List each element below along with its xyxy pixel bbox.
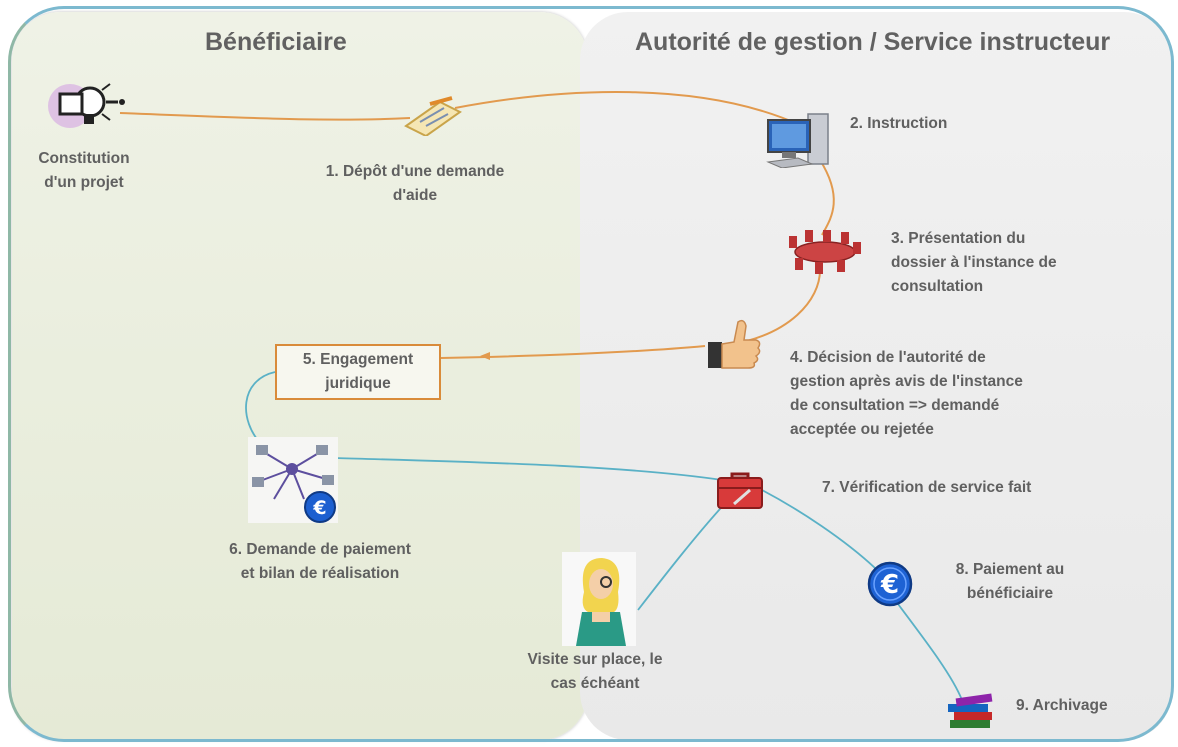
computer-icon xyxy=(764,112,832,173)
flow-decision-to-engagement xyxy=(440,345,706,359)
label-step-9: 9. Archivage xyxy=(1016,697,1108,714)
beneficiaire-title: Bénéficiaire xyxy=(205,28,347,56)
engagement-arrow-head xyxy=(480,352,490,360)
svg-text:€: € xyxy=(880,570,899,600)
toolbox-icon xyxy=(716,470,764,515)
autorite-title: Autorité de gestion / Service instructeu… xyxy=(635,28,1111,56)
lightbulb-idea-icon xyxy=(46,80,128,137)
clipboard-pencil-icon xyxy=(400,96,462,141)
label-step-2: 2. Instruction xyxy=(850,115,948,132)
flow-verification-to-paiement xyxy=(761,489,876,569)
books-stack-icon xyxy=(946,692,1000,735)
svg-text:€: € xyxy=(312,497,326,519)
autorite-lane xyxy=(580,12,1172,740)
flow-demande-to-verification xyxy=(334,457,723,481)
meeting-table-icon xyxy=(785,230,865,279)
inspector-woman-icon xyxy=(562,552,638,653)
thumbs-up-icon xyxy=(706,316,762,377)
flow-paiement-to-archivage xyxy=(894,599,963,701)
diagram-frame xyxy=(8,6,1174,742)
network-euro-icon: € xyxy=(248,437,340,530)
flow-constitution-to-depot xyxy=(119,112,411,121)
flow-depot-to-instruction xyxy=(454,91,801,126)
flow-visite-to-verification xyxy=(637,497,731,611)
label-step-7: 7. Vérification de service fait xyxy=(822,479,1032,496)
euro-coin-icon: € xyxy=(866,560,914,613)
flow-engagement-to-paiement xyxy=(245,371,276,446)
